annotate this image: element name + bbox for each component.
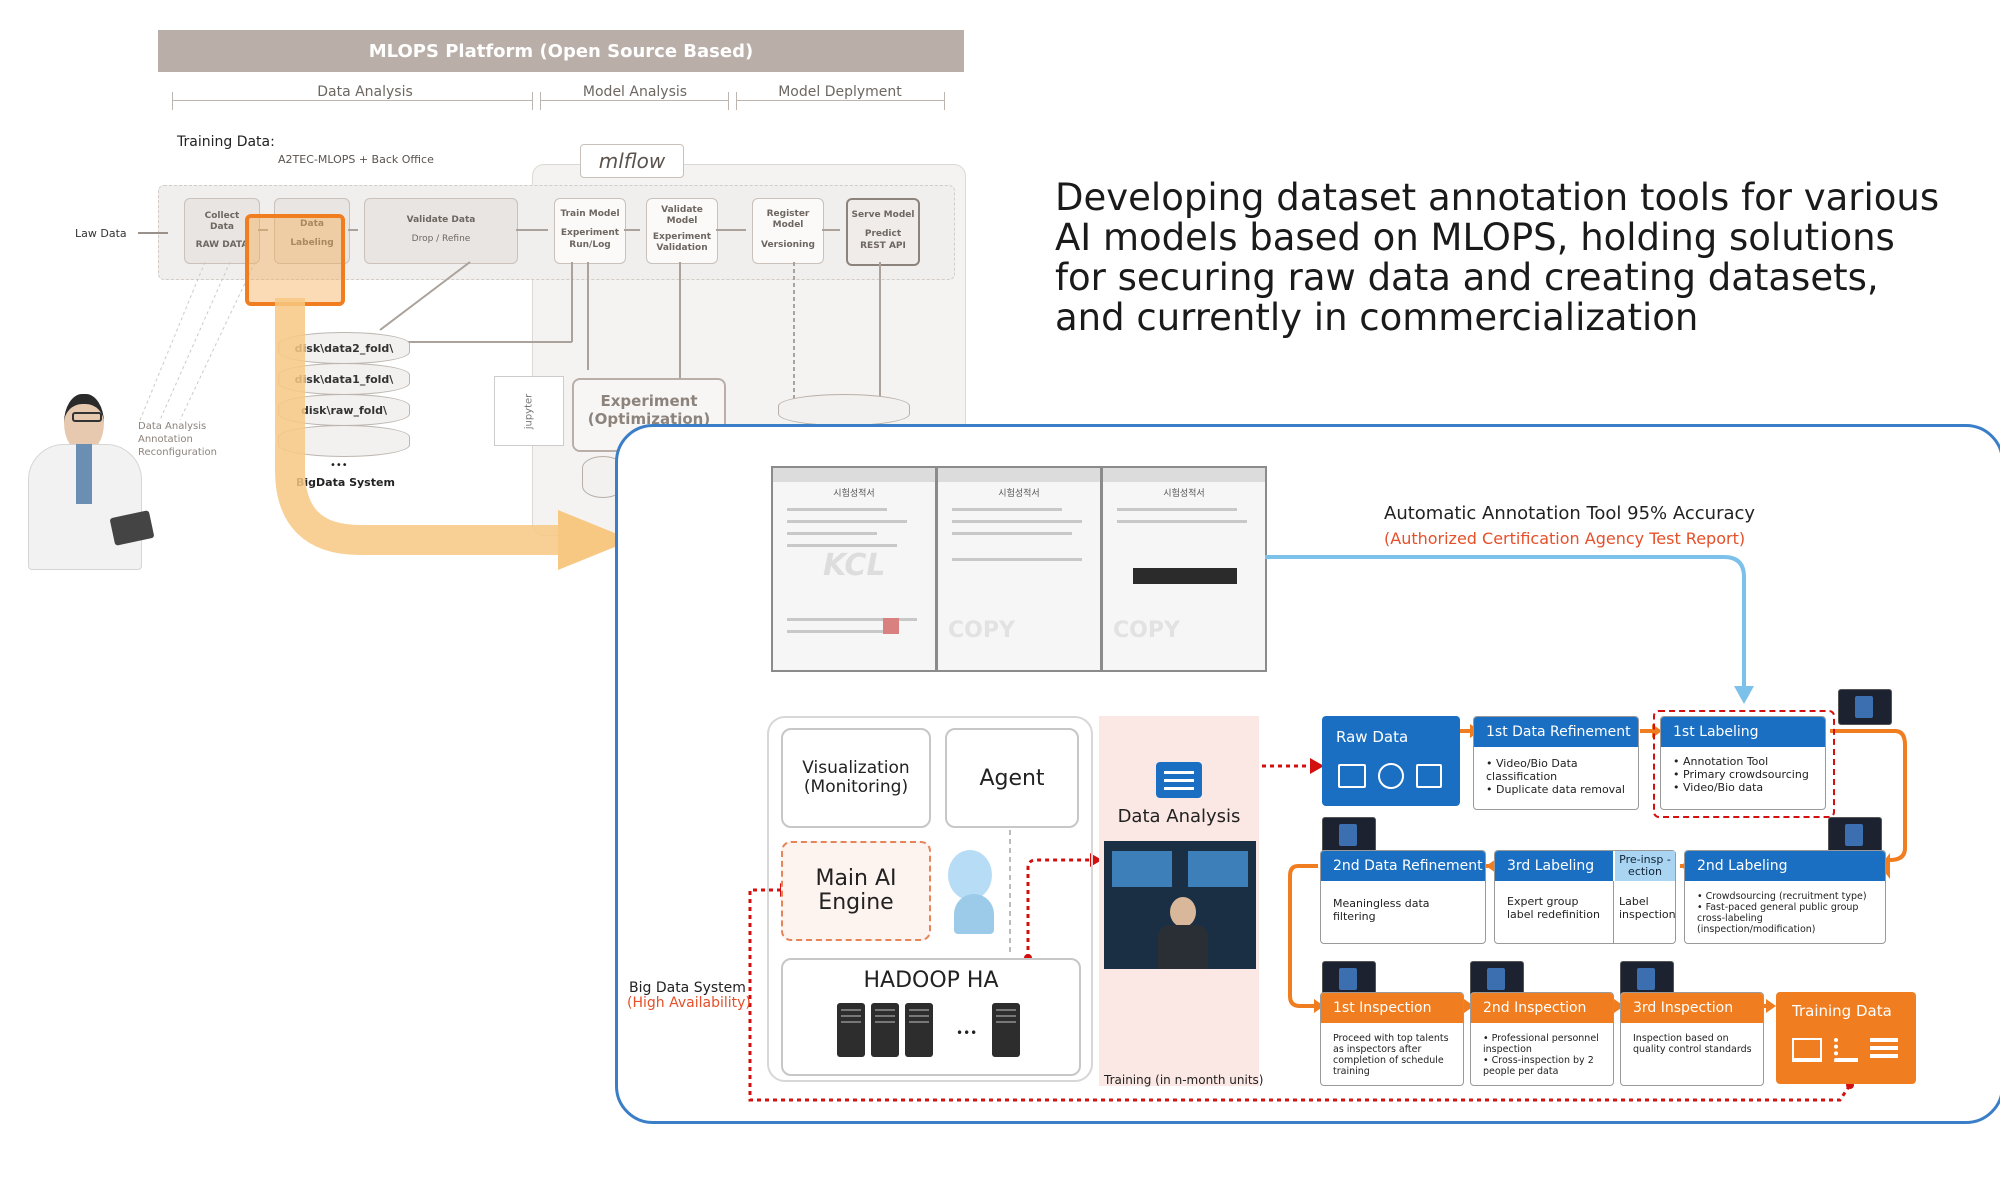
disc-icon bbox=[1378, 763, 1404, 789]
label3-body: Expert group label redefinition bbox=[1507, 895, 1600, 921]
phase-line bbox=[540, 100, 728, 101]
insp1-body: Proceed with top talents as inspectors a… bbox=[1333, 1033, 1449, 1077]
server-dots: ••• bbox=[956, 1026, 978, 1040]
data-analysis-label: Data Analysis bbox=[1117, 806, 1241, 827]
server-icon bbox=[992, 1003, 1020, 1057]
highlight-arrow bbox=[275, 298, 632, 570]
insp1-box: 1st Inspection Proceed with top talents … bbox=[1320, 992, 1464, 1086]
raw-data-label: Raw Data bbox=[1336, 728, 1409, 746]
label3-side: Label inspection bbox=[1619, 895, 1676, 921]
phase-line bbox=[172, 100, 532, 101]
operator-thumbnail bbox=[1620, 961, 1674, 997]
label1-box: 1st Labeling • Annotation Tool • Primary… bbox=[1660, 716, 1826, 810]
image-icon bbox=[1416, 764, 1442, 788]
operator-thumbnail bbox=[1322, 817, 1376, 853]
jupyter-logo: jupyter bbox=[494, 376, 564, 446]
insp2-title: 2nd Inspection bbox=[1471, 993, 1613, 1023]
test-report-2: 시험성적서 COPY bbox=[936, 466, 1102, 672]
main-ai-engine-box: Main AI Engine bbox=[781, 841, 931, 941]
edit-icon bbox=[1834, 1038, 1858, 1062]
insp3-body: Inspection based on quality control stan… bbox=[1633, 1033, 1752, 1055]
phase-line bbox=[736, 100, 944, 101]
big-data-system-group bbox=[767, 716, 1093, 1082]
test-report-3: 시험성적서 COPY bbox=[1101, 466, 1267, 672]
refine1-title: 1st Data Refinement bbox=[1474, 717, 1638, 747]
phase-data-analysis: Data Analysis bbox=[300, 84, 430, 100]
label1-title: 1st Labeling bbox=[1661, 717, 1825, 747]
test-report-1: 시험성적서 KCL bbox=[771, 466, 937, 672]
training-caption: Training (in n-month units) bbox=[1104, 1073, 1264, 1087]
label2-list: • Crowdsourcing (recruitment type) • Fas… bbox=[1697, 891, 1867, 935]
insp2-box: 2nd Inspection • Professional personnel … bbox=[1470, 992, 1614, 1086]
ai-robot-icon bbox=[940, 850, 1000, 936]
pre-inspection-tag: Pre-insp -ection bbox=[1615, 851, 1675, 881]
laptop-icon bbox=[1792, 1038, 1822, 1062]
refine2-title: 2nd Data Refinement bbox=[1321, 851, 1485, 881]
server-icon bbox=[837, 1003, 865, 1057]
big-data-system-label: Big Data System bbox=[629, 980, 746, 996]
operator-thumbnail bbox=[1838, 689, 1892, 725]
operator-thumbnail bbox=[1470, 961, 1524, 997]
label3-box: 3rd Labeling Pre-insp -ection Expert gro… bbox=[1494, 850, 1676, 944]
label1-list: • Annotation Tool • Primary crowdsourcin… bbox=[1673, 755, 1809, 794]
raw-data-box: Raw Data bbox=[1322, 716, 1460, 806]
training-data-box: Training Data bbox=[1776, 992, 1916, 1084]
monitor-icon bbox=[1156, 762, 1202, 798]
insp2-list: • Professional personnel inspection • Cr… bbox=[1483, 1033, 1599, 1077]
law-data-label: Law Data bbox=[75, 227, 127, 240]
operator-thumbnail bbox=[1322, 961, 1376, 997]
mlflow-logo: mlflow bbox=[580, 144, 684, 178]
accuracy-subtitle: (Authorized Certification Agency Test Re… bbox=[1384, 529, 1746, 548]
training-data-sub: A2TEC-MLOPS + Back Office bbox=[278, 153, 434, 166]
mlops-arrows bbox=[139, 229, 881, 421]
platform-title: MLOPS Platform (Open Source Based) bbox=[158, 30, 964, 72]
refine2-body: Meaningless data filtering bbox=[1333, 897, 1430, 923]
phase-model-analysis: Model Analysis bbox=[575, 84, 695, 100]
phase-model-deployment: Model Deplyment bbox=[775, 84, 905, 100]
accuracy-title: Automatic Annotation Tool 95% Accuracy bbox=[1384, 503, 1756, 524]
label2-box: 2nd Labeling • Crowdsourcing (recruitmen… bbox=[1684, 850, 1886, 944]
folder-icon bbox=[1338, 764, 1366, 788]
training-data-label: Training Data: bbox=[177, 134, 275, 150]
bigdata-system-label: BigData System bbox=[296, 476, 395, 489]
insp3-title: 3rd Inspection bbox=[1621, 993, 1763, 1023]
label3-title: 3rd Labeling bbox=[1495, 851, 1613, 881]
hadoop-label: HADOOP HA bbox=[863, 968, 999, 993]
list-icon bbox=[1870, 1038, 1898, 1042]
operator-thumbnail bbox=[1828, 817, 1882, 853]
refine1-list: • Video/Bio Data classification • Duplic… bbox=[1486, 757, 1625, 796]
operator-photo bbox=[1104, 841, 1256, 969]
server-icon bbox=[871, 1003, 899, 1057]
headline: Developing dataset annotation tools for … bbox=[1055, 176, 1940, 339]
refine1-box: 1st Data Refinement • Video/Bio Data cla… bbox=[1473, 716, 1639, 810]
server-icon bbox=[905, 1003, 933, 1057]
insp1-title: 1st Inspection bbox=[1321, 993, 1463, 1023]
insp3-box: 3rd Inspection Inspection based on quali… bbox=[1620, 992, 1764, 1086]
training-data-label: Training Data bbox=[1792, 1002, 1892, 1020]
person-illustration bbox=[18, 390, 158, 570]
label2-title: 2nd Labeling bbox=[1685, 851, 1885, 881]
label1-highlight bbox=[1653, 710, 1835, 818]
visualization-box: Visualization (Monitoring) bbox=[781, 728, 931, 828]
refine2-box: 2nd Data Refinement Meaningless data fil… bbox=[1320, 850, 1486, 944]
high-availability-label: (High Availability) bbox=[627, 995, 751, 1011]
agent-box: Agent bbox=[945, 728, 1079, 828]
bigdata-dots: ••• bbox=[330, 460, 348, 471]
